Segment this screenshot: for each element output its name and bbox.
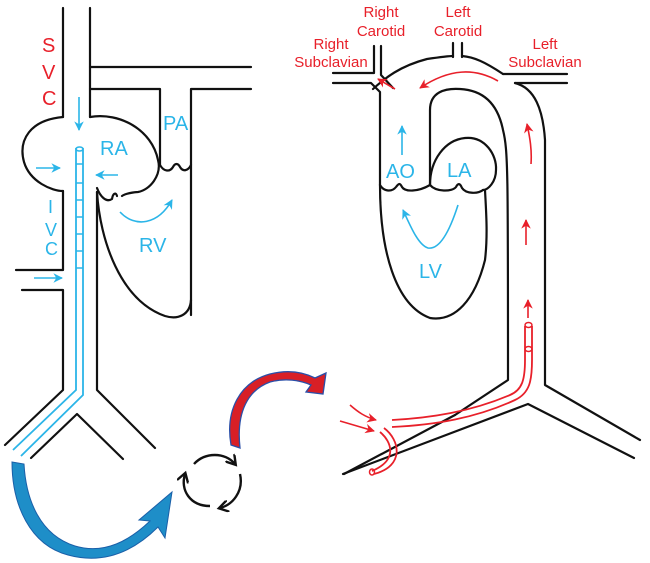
tricuspid-valve (95, 186, 119, 202)
svc-label-c: C (42, 88, 56, 110)
left-heart-flow-arrows (397, 125, 459, 249)
pa-label: PA (163, 113, 189, 135)
la-label: LA (447, 160, 472, 182)
right-subclavian-label-2: Subclavian (294, 54, 367, 71)
right-carotid-label-2: Carotid (357, 23, 405, 40)
descending-aorta-inner (428, 87, 510, 417)
arterial-iliac-left-wall (342, 413, 457, 476)
iliac-fork (29, 412, 125, 461)
ivc-left-wall (14, 189, 65, 272)
descending-arrow-3 (524, 123, 534, 165)
left-subclavian (501, 72, 569, 85)
ra-outline (21, 115, 160, 198)
left-heart-outline (331, 41, 642, 476)
entry-arrow-upper (349, 404, 377, 423)
venous-catheter (12, 146, 84, 457)
ivc-right-wall (95, 190, 157, 450)
right-carotid-arrow (377, 78, 396, 90)
ivc-label-c: C (45, 239, 58, 259)
ivc-left-lower-wall (3, 288, 65, 447)
pa-right-wall (189, 87, 253, 317)
aortic-arch-outer (371, 54, 505, 91)
ao-label: AO (386, 161, 415, 183)
right-subclavian-label-1: Right (313, 36, 349, 53)
venous-flow-arrows (34, 97, 173, 283)
lv-flow-arrow (402, 204, 459, 249)
curved-arrow-red-icon (229, 371, 327, 449)
arch-arrow (419, 71, 499, 89)
arterial-iliac-fork (341, 402, 636, 476)
arterial-flow-arrows (339, 71, 534, 434)
left-carotid-label-2: Carotid (434, 23, 482, 40)
left-subclavian-label-2: Subclavian (508, 54, 581, 71)
arterial-labels: AO LA LV Right Subclavian Right Carotid … (294, 4, 581, 283)
ivc-label-v: V (45, 220, 57, 240)
entry-arrow-lower (339, 420, 375, 434)
pa-lower-wall (88, 87, 162, 167)
descending-aorta-outer (513, 81, 642, 442)
lv-label: LV (419, 261, 443, 283)
ivc-label-i: I (48, 197, 53, 217)
pulmonary-valve (158, 162, 193, 172)
left-carotid-label-1: Left (445, 4, 471, 21)
right-subclavian (331, 81, 382, 187)
left-carotid (451, 41, 464, 59)
catheter-ports (76, 163, 83, 269)
mitral-valve (428, 183, 485, 194)
right-heart-outline (3, 6, 253, 461)
aortic-valve (378, 182, 432, 192)
arterial-catheter (368, 321, 533, 476)
right-carotid (331, 44, 395, 90)
la-outline (428, 136, 498, 192)
ra-label: RA (100, 138, 128, 160)
cycle-arrows-icon (184, 455, 242, 508)
lv-outline (378, 183, 488, 320)
right-carotid-label-1: Right (363, 4, 399, 21)
left-subclavian-label-1: Left (532, 36, 558, 53)
venous-labels: S V C I V C RA PA RV (42, 35, 189, 259)
svc-label-s: S (42, 35, 55, 57)
svc-label-v: V (42, 62, 56, 84)
rv-outline (95, 190, 193, 319)
rv-flow-arrow (119, 199, 173, 223)
rv-label: RV (139, 235, 167, 257)
curved-arrow-blue-icon (11, 461, 173, 559)
